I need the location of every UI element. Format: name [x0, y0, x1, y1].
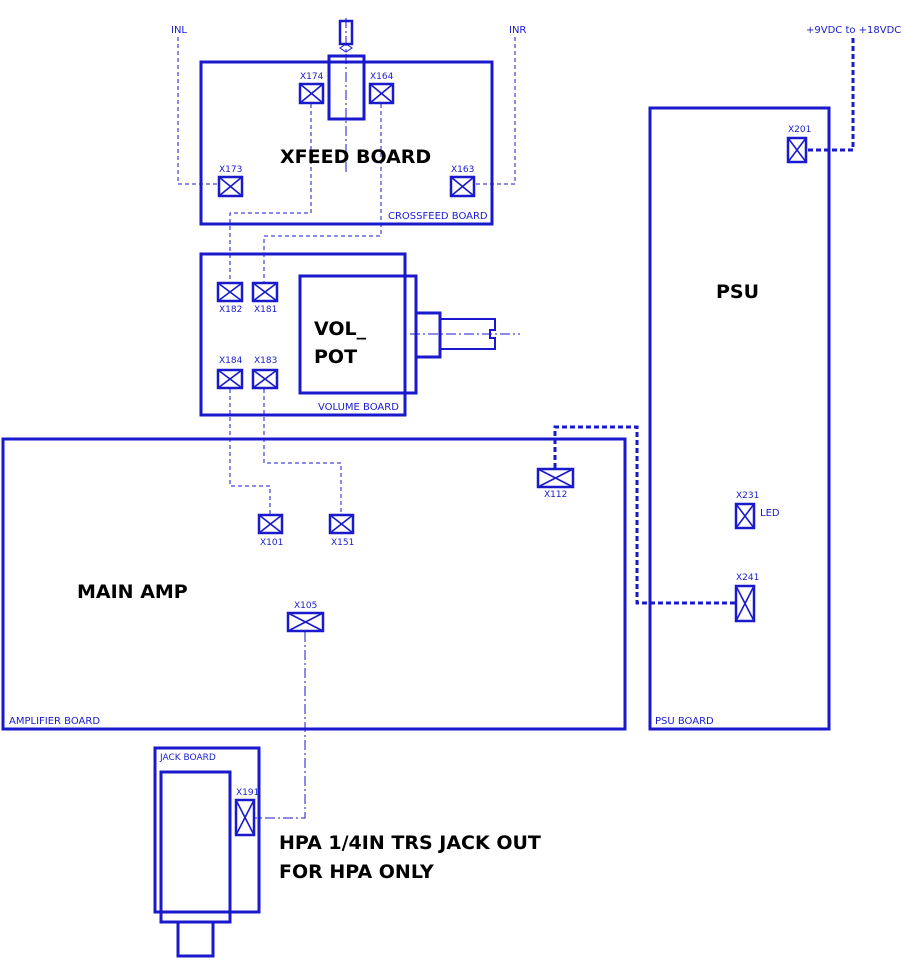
inl-label: INL — [171, 25, 187, 36]
wire-x112-x241 — [553, 425, 736, 605]
wire-inr — [476, 37, 516, 185]
connector-label: X231 — [736, 491, 759, 501]
connector-cross — [537, 468, 574, 488]
connector-x151: X151 — [328, 513, 354, 548]
connector-cross — [218, 176, 243, 197]
crossfeed-board: XFEED BOARD CROSSFEED BOARD — [199, 19, 494, 226]
connector-x241: X241 — [734, 573, 759, 623]
connector-cross — [258, 514, 283, 534]
jack-board-outline — [153, 746, 261, 914]
wire-x105-x191 — [255, 632, 306, 819]
connector-cross — [287, 612, 324, 632]
connector-label: X191 — [236, 788, 259, 798]
connector-label: X164 — [370, 72, 394, 82]
connector-label: X112 — [544, 490, 567, 500]
crossfeed-board-label: CROSSFEED BOARD — [388, 211, 488, 222]
jack-board-label: JACK BOARD — [159, 753, 216, 763]
volume-board-label: VOLUME BOARD — [318, 402, 399, 413]
wire-inl — [177, 37, 218, 185]
connector-label: X241 — [736, 573, 759, 583]
xfeed-title: XFEED BOARD — [280, 146, 431, 168]
connector-label: X174 — [300, 72, 324, 82]
psu-board-label: PSU BOARD — [655, 716, 714, 727]
connector-cross — [217, 369, 243, 389]
wire-x174-x182 — [229, 104, 312, 282]
connector-x101: X101 — [257, 513, 283, 548]
jack-body — [159, 770, 232, 924]
connector-label: X105 — [294, 601, 317, 611]
connector-label: X173 — [219, 165, 242, 175]
connector-x231: X231 — [734, 491, 759, 530]
connector-x163: X163 — [449, 165, 476, 198]
connector-label: X183 — [254, 356, 277, 366]
connector-cross — [369, 83, 394, 104]
vol-pot-label-1: VOL_ — [314, 318, 367, 340]
connector-label: X184 — [219, 356, 243, 366]
psu-board-outline — [648, 106, 831, 731]
connector-x184: X184 — [216, 356, 244, 390]
connector-x182: X182 — [216, 281, 244, 315]
vol-pot-shaft — [440, 318, 496, 350]
connector-cross — [252, 369, 278, 389]
wire-x164-x181 — [263, 104, 382, 282]
connector-x112: X112 — [536, 467, 575, 500]
connector-x191: X191 — [234, 788, 259, 837]
psu-title: PSU — [716, 281, 759, 303]
connector-label: X201 — [788, 125, 811, 135]
connector-cross — [735, 503, 755, 529]
wire-power-x201 — [806, 38, 855, 152]
wiring — [177, 18, 855, 819]
volume-board: VOL_ POT VOLUME BOARD — [199, 252, 496, 417]
connector-label: X182 — [219, 305, 242, 315]
connector-cross — [787, 137, 807, 163]
connector-x181: X181 — [251, 281, 279, 315]
led-label: LED — [760, 508, 780, 519]
connector-cross — [217, 282, 243, 302]
power-input-label: +9VDC to +18VDC — [806, 25, 901, 36]
crossfeed-board-outline — [199, 60, 494, 226]
jack-sleeve — [176, 920, 215, 958]
connector-label: X151 — [331, 538, 354, 548]
connector-x105: X105 — [286, 601, 325, 633]
connector-cross — [299, 83, 324, 104]
vol-pot-label-2: POT — [314, 346, 357, 368]
jack-board: JACK BOARD — [153, 746, 261, 958]
volume-board-outline — [199, 252, 407, 417]
connector-cross — [450, 176, 475, 197]
inr-label: INR — [509, 25, 526, 36]
switch-body — [327, 54, 366, 121]
connector-cross — [329, 514, 354, 534]
amplifier-board: MAIN AMP AMPLIFIER BOARD — [1, 437, 627, 731]
wire-x183-x151 — [263, 389, 342, 514]
wire-x184-x101 — [229, 389, 271, 514]
main-amp-title: MAIN AMP — [77, 581, 188, 603]
connector-cross — [735, 585, 755, 622]
connector-label: X101 — [260, 538, 283, 548]
connector-cross — [252, 282, 278, 302]
amplifier-board-outline — [1, 437, 627, 731]
amplifier-board-label: AMPLIFIER BOARD — [9, 716, 100, 727]
connector-label: X181 — [254, 305, 277, 315]
jack-out-label-1: HPA 1/4IN TRS JACK OUT — [279, 832, 541, 854]
psu-board: PSU PSU BOARD LED — [648, 106, 831, 731]
connector-x164: X164 — [368, 72, 395, 105]
connector-cross — [235, 799, 255, 836]
connector-x201: X201 — [786, 125, 811, 164]
jack-out-label-2: FOR HPA ONLY — [279, 861, 434, 883]
vol-pot-bushing — [414, 311, 442, 359]
switch-actuator-tip — [339, 43, 353, 53]
connector-label: X163 — [451, 165, 474, 175]
connector-x183: X183 — [251, 356, 279, 390]
connector-x173: X173 — [217, 165, 244, 198]
connector-x174: X174 — [298, 72, 325, 105]
